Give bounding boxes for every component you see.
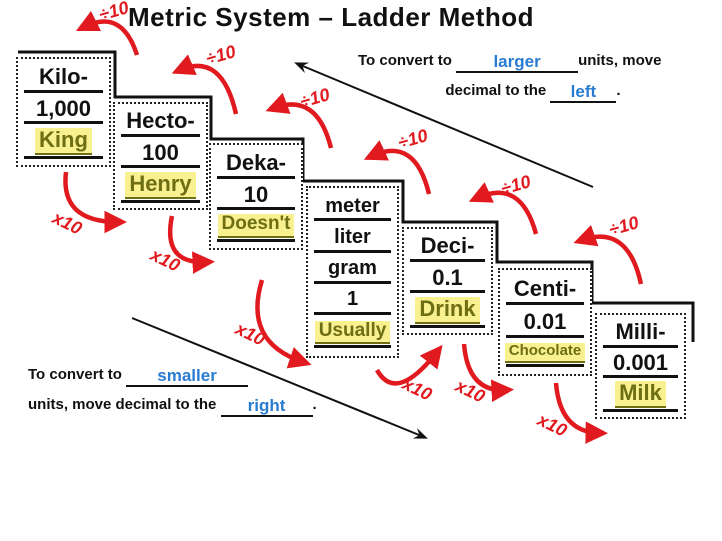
prefix-label: Centi-	[506, 277, 584, 306]
divide-arrow-1	[75, 10, 140, 56]
value-label: 10	[217, 182, 295, 211]
mnemonic-label: Usually	[314, 320, 391, 349]
ladder-step-kilo: Kilo- 1,000 King	[16, 57, 111, 167]
ladder-step-centi: Centi- 0.01 Chocolate	[498, 268, 592, 376]
multiply-arrow-4	[375, 344, 443, 386]
prefix-label: Hecto-	[121, 109, 200, 138]
value-label: 0.01	[506, 310, 584, 339]
value-label: 0.1	[410, 265, 485, 294]
multiply-arrow-2	[167, 215, 215, 274]
mnemonic-label: Drink	[410, 297, 485, 328]
multiply-arrow-1	[63, 171, 127, 234]
multiply-arrow-3	[255, 279, 312, 369]
mnemonic-label: King	[24, 128, 103, 160]
mnemonic-label: Doesn't	[217, 214, 295, 242]
instruction-line: units, move decimal to the right.	[28, 396, 317, 417]
ladder-step-deci: Deci- 0.1 Drink	[402, 227, 493, 335]
value-label: 0.001	[603, 350, 678, 379]
divide-arrow-4	[363, 140, 432, 195]
value-label: 1,000	[24, 96, 103, 125]
blank-smaller: smaller	[126, 366, 249, 387]
page-title: Metric System – Ladder Method	[128, 2, 535, 32]
unit-label: liter	[314, 226, 391, 253]
to-smaller-arrow	[131, 317, 428, 439]
mnemonic-label: Milk	[603, 381, 678, 413]
staircase-outline	[18, 50, 695, 342]
divide-arrow-2	[171, 54, 239, 115]
instruction-line: decimal to the left.	[445, 82, 621, 103]
blank-larger: larger	[456, 52, 579, 73]
ladder-step-milli: Milli- 0.001 Milk	[595, 313, 686, 419]
unit-label: meter	[314, 195, 391, 222]
prefix-label: Kilo-	[24, 65, 103, 93]
blank-left: left	[550, 82, 617, 103]
mnemonic-label: Chocolate	[504, 343, 586, 367]
divide-arrow-5	[468, 182, 539, 235]
value-label: 100	[121, 140, 200, 169]
ladder-step-deka: Deka- 10 Doesn't	[209, 143, 303, 250]
to-larger-arrow	[294, 62, 594, 188]
ladder-step-hecto: Hecto- 100 Henry	[113, 102, 208, 210]
mnemonic-label: Henry	[121, 172, 200, 203]
divide-arrow-6	[573, 224, 644, 285]
instruction-line: To convert to smaller	[28, 360, 368, 390]
multiply-arrow-6	[553, 382, 608, 444]
unit-label: gram	[314, 258, 391, 284]
ladder-step-base-units: meter liter gram 1 Usually	[306, 186, 399, 358]
multiply-arrow-5	[461, 343, 514, 402]
divide-arrow-3	[265, 92, 334, 149]
prefix-label: Deci-	[410, 234, 485, 263]
prefix-label: Deka-	[217, 151, 295, 179]
blank-right: right	[220, 396, 313, 417]
value-label: 1	[314, 289, 391, 316]
convert-smaller-instruction: To convert to smaller units, move decima…	[28, 360, 368, 420]
prefix-label: Milli-	[603, 320, 678, 348]
